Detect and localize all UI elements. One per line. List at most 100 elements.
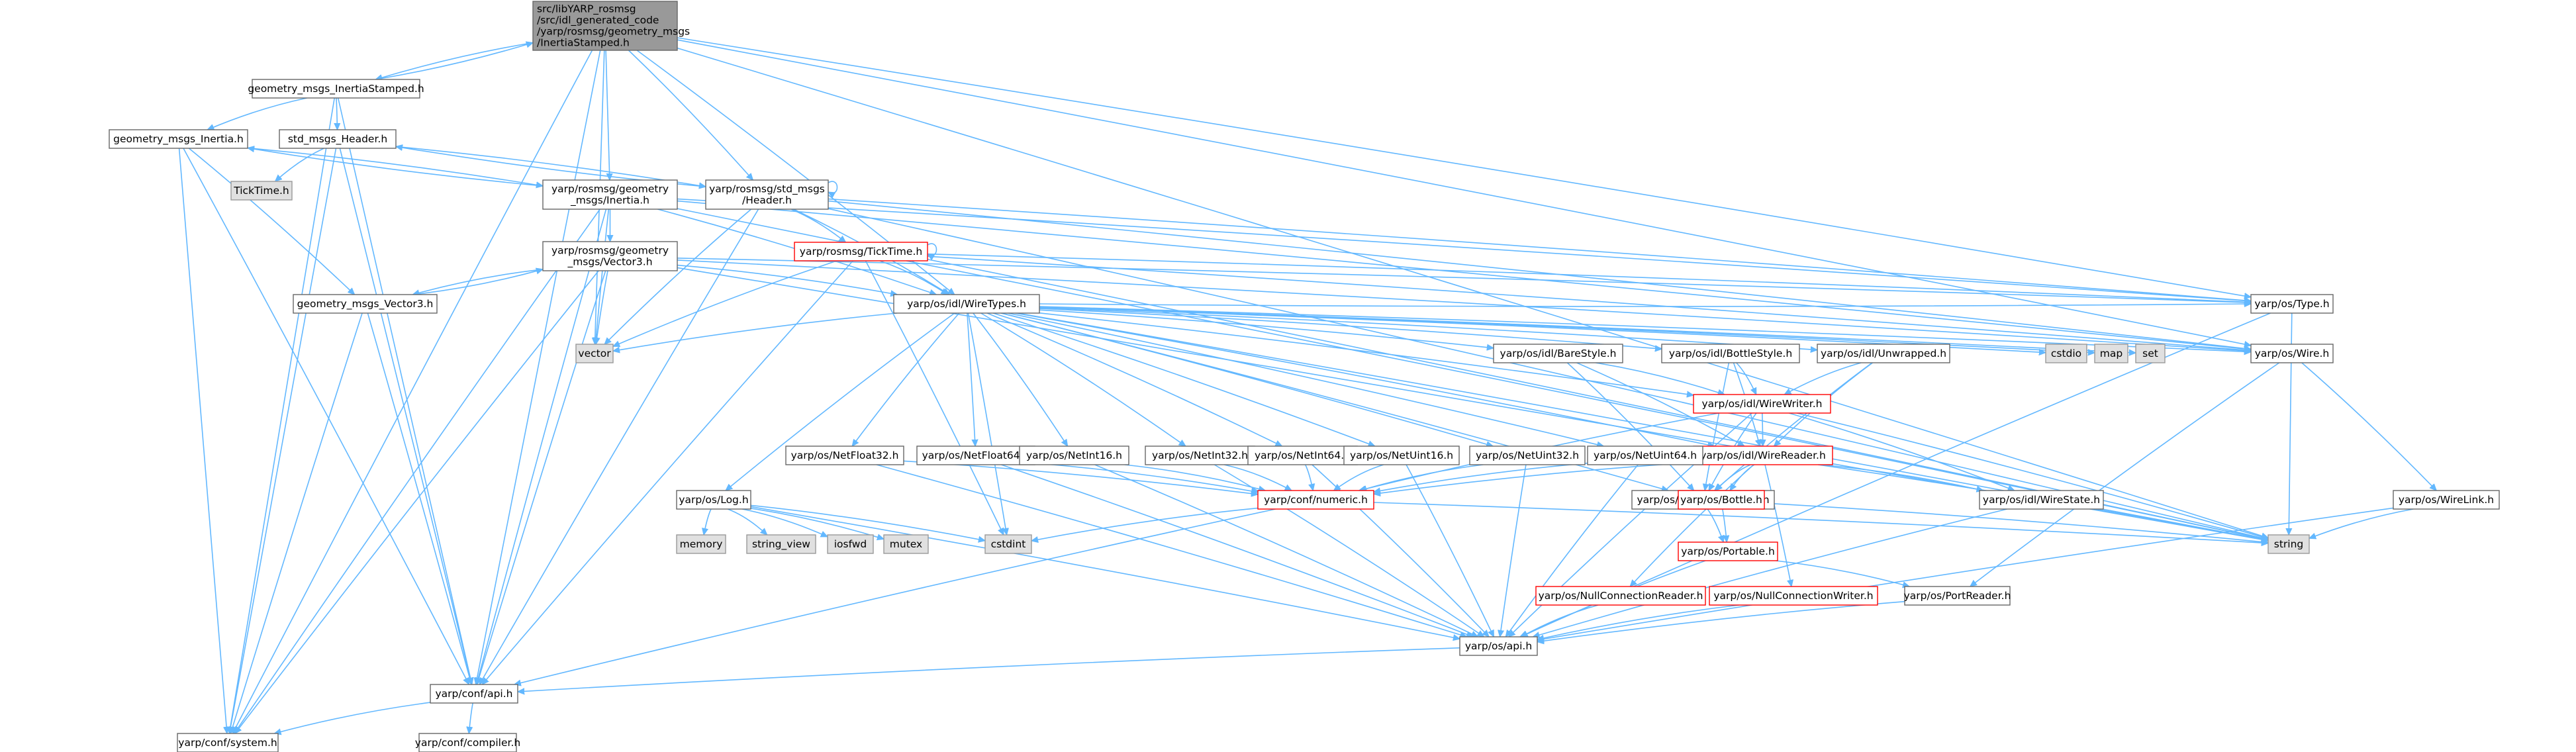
node-netint16[interactable]: yarp/os/NetInt16.h <box>1019 446 1129 465</box>
edge-y_std_header-to-y_std_header <box>828 181 838 193</box>
node-label-line: yarp/os/api.h <box>1465 640 1532 652</box>
edge-root-to-os_type <box>677 37 2251 297</box>
edge-wiretypes-to-wirewriter <box>1039 312 1693 395</box>
node-label-line: geometry_msgs_Inertia.h <box>113 133 244 146</box>
node-label-line: yarp/os/idl/Unwrapped.h <box>1821 348 1946 359</box>
node-label-line: yarp/os/NetUint16.h <box>1350 449 1453 461</box>
node-conf_system[interactable]: yarp/conf/system.h <box>177 733 279 752</box>
node-box <box>1904 586 2011 606</box>
node-box <box>2045 344 2087 363</box>
edge-wirestate-to-os_api <box>1533 508 2007 637</box>
node-y_ticktime[interactable]: yarp/rosmsg/TickTime.h <box>794 242 928 261</box>
node-portreader[interactable]: yarp/os/PortReader.h <box>1904 586 2011 606</box>
node-box <box>2135 344 2166 363</box>
node-netint64[interactable]: yarp/os/NetInt64.h <box>1247 446 1358 465</box>
node-wiretypes[interactable]: yarp/os/idl/WireTypes.h <box>893 294 1040 314</box>
node-gm_vector3[interactable]: geometry_msgs_Vector3.h <box>293 294 438 314</box>
edge-y_geom_vector3-to-conf_api <box>477 270 606 684</box>
node-os_bottle[interactable]: yarp/os/Bottle.h <box>1678 490 1765 510</box>
node-gm_inertiastamped[interactable]: geometry_msgs_InertiaStamped.h <box>248 79 424 99</box>
node-label-line: yarp/os/PortReader.h <box>1904 590 2011 602</box>
node-wirereader[interactable]: yarp/os/idl/WireReader.h <box>1693 446 1833 465</box>
node-label-line: yarp/rosmsg/std_msgs <box>709 183 825 195</box>
node-label-line: /yarp/rosmsg/geometry_msgs <box>537 25 690 38</box>
edge-wiretypes-to-vector <box>613 312 898 351</box>
node-y_geom_inertia[interactable]: yarp/rosmsg/geometry_msgs/Inertia.h <box>542 179 678 210</box>
node-label-line: yarp/os/Bottle.h <box>1680 494 1762 506</box>
node-label-line: yarp/conf/api.h <box>435 688 512 700</box>
node-box <box>1678 541 1778 561</box>
node-box <box>1587 446 1703 465</box>
node-unwrapped[interactable]: yarp/os/idl/Unwrapped.h <box>1817 344 1950 363</box>
edge-wiretypes-to-netuint16 <box>992 312 1375 446</box>
edge-y_ticktime-to-os_type <box>927 253 2251 303</box>
edge-null_conn_reader-to-os_api <box>1521 604 1599 637</box>
edge-y_geom_vector3-to-conf_system <box>235 270 599 733</box>
node-y_std_header[interactable]: yarp/rosmsg/std_msgs/Header.h <box>705 179 829 210</box>
node-gm_inertia[interactable]: geometry_msgs_Inertia.h <box>109 129 248 149</box>
node-label-line: yarp/os/Log.h <box>679 494 748 506</box>
edge-std_header-to-ticktime <box>275 148 324 181</box>
node-box <box>542 241 678 271</box>
node-wirewriter[interactable]: yarp/os/idl/WireWriter.h <box>1693 394 1831 414</box>
node-box <box>575 344 614 363</box>
node-label-line: yarp/os/WireLink.h <box>2399 494 2494 506</box>
node-y_geom_vector3[interactable]: yarp/rosmsg/geometry_msgs/Vector3.h <box>542 241 678 271</box>
node-os_wire[interactable]: yarp/os/Wire.h <box>2250 344 2334 363</box>
node-conf_api[interactable]: yarp/conf/api.h <box>430 684 518 704</box>
edge-os_portable-to-portreader <box>1776 560 1909 587</box>
node-null_conn_reader[interactable]: yarp/os/NullConnectionReader.h <box>1535 586 1706 606</box>
edge-wirereader-to-wirestate <box>1821 464 1983 491</box>
edge-wiretypes-to-os_wire <box>1039 306 2251 352</box>
node-os_api[interactable]: yarp/os/api.h <box>1459 636 1538 656</box>
node-box <box>279 129 397 149</box>
node-bottlestyle[interactable]: yarp/os/idl/BottleStyle.h <box>1661 344 1800 363</box>
node-label-line: yarp/rosmsg/geometry <box>551 183 669 195</box>
node-netuint32[interactable]: yarp/os/NetUint32.h <box>1469 446 1586 465</box>
node-label-line: geometry_msgs_InertiaStamped.h <box>248 83 424 95</box>
edge-y_geom_inertia-to-vector <box>595 209 610 344</box>
node-conf_compiler[interactable]: yarp/conf/compiler.h <box>415 733 520 752</box>
edge-y_std_header-to-os_type <box>828 198 2251 301</box>
edge-os_wire-to-portreader <box>1970 362 2280 587</box>
node-mutex: mutex <box>883 534 929 554</box>
node-std_header[interactable]: std_msgs_Header.h <box>279 129 397 149</box>
node-root[interactable]: src/libYARP_rosmsg/src/idl_generated_cod… <box>532 1 690 51</box>
node-os_type[interactable]: yarp/os/Type.h <box>2250 294 2334 314</box>
node-label-line: /InertiaStamped.h <box>537 36 630 48</box>
edge-wirereader-to-wireportable <box>1715 464 1751 491</box>
node-box <box>1678 490 1765 510</box>
node-netint32[interactable]: yarp/os/NetInt32.h <box>1145 446 1255 465</box>
edge-barestyle-to-wireportable <box>1566 362 1693 491</box>
node-label-line: geometry_msgs_Vector3.h <box>297 298 434 310</box>
node-os_portable[interactable]: yarp/os/Portable.h <box>1678 541 1778 561</box>
edge-y_std_header-to-conf_api <box>479 209 759 684</box>
node-netuint64[interactable]: yarp/os/NetUint64.h <box>1587 446 1703 465</box>
edge-os_log-to-cstdint <box>750 504 985 540</box>
edge-gm_inertia-to-y_geom_inertia <box>247 147 543 186</box>
node-box <box>1343 446 1460 465</box>
node-netfloat64[interactable]: yarp/os/NetFloat64.h <box>916 446 1035 465</box>
node-conf_numeric[interactable]: yarp/conf/numeric.h <box>1257 490 1374 510</box>
node-netfloat32[interactable]: yarp/os/NetFloat32.h <box>785 446 904 465</box>
node-barestyle[interactable]: yarp/os/idl/BareStyle.h <box>1493 344 1623 363</box>
node-label-line: yarp/os/NetInt32.h <box>1152 449 1248 461</box>
edge-y_ticktime-to-wiretypes <box>879 260 948 295</box>
node-netuint16[interactable]: yarp/os/NetUint16.h <box>1343 446 1460 465</box>
edge-wiretypes-to-netint32 <box>980 312 1186 446</box>
node-null_conn_writer[interactable]: yarp/os/NullConnectionWriter.h <box>1709 586 1878 606</box>
node-label-line: cstdint <box>991 538 1026 550</box>
edge-gm_inertiastamped-to-gm_inertia <box>207 97 307 130</box>
edge-wiretypes-to-netint64 <box>986 312 1282 447</box>
node-os_log[interactable]: yarp/os/Log.h <box>676 490 751 510</box>
edge-null_conn_writer-to-os_api <box>1537 604 1739 639</box>
edge-wiretypes-to-wirereader <box>1015 312 1715 446</box>
edge-netuint64-to-os_api <box>1505 464 1639 637</box>
node-os_wirelink[interactable]: yarp/os/WireLink.h <box>2393 490 2500 510</box>
node-box <box>109 129 248 149</box>
node-wirestate[interactable]: yarp/os/idl/WireState.h <box>1979 490 2104 510</box>
edge-conf_numeric-to-conf_api <box>514 508 1276 684</box>
node-label-line: yarp/os/idl/WireTypes.h <box>907 298 1026 310</box>
node-box <box>2267 534 2310 554</box>
edge-y_geom_inertia-to-os_wire <box>677 200 2251 350</box>
